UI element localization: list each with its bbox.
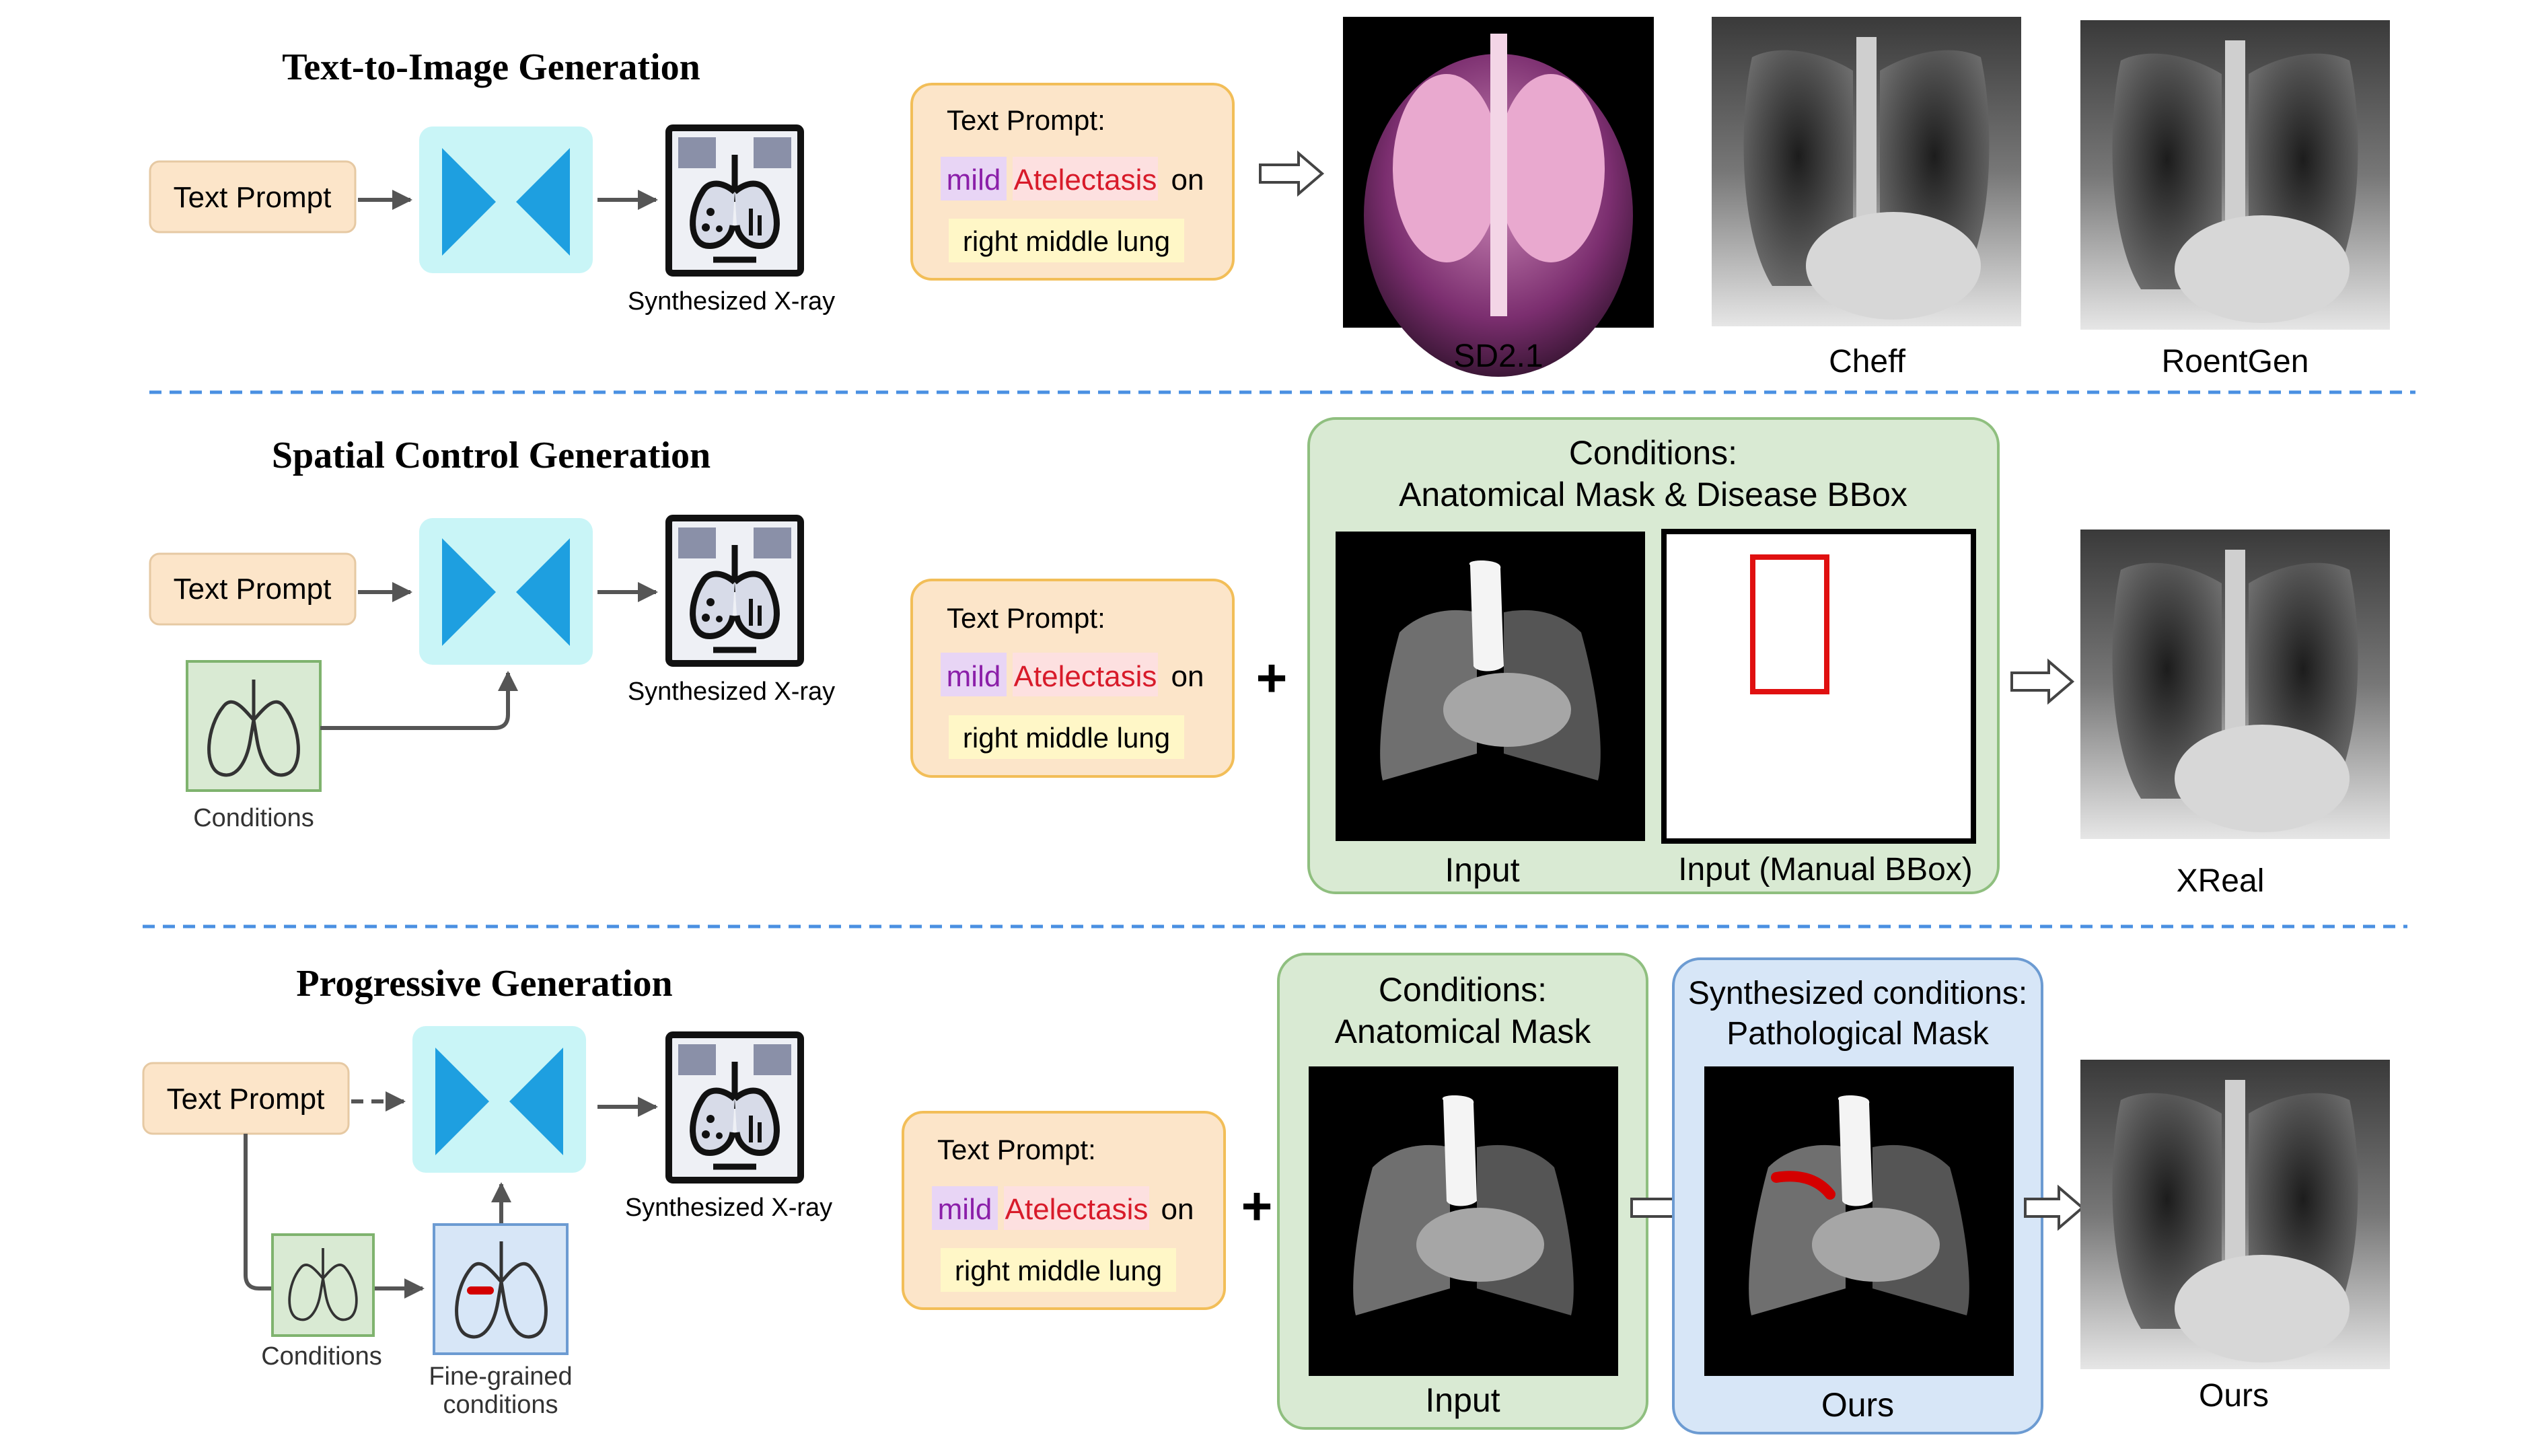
row1-text-prompt-label: Text Prompt bbox=[174, 181, 332, 214]
row1-output-label: Synthesized X-ray bbox=[628, 287, 835, 316]
row1-model bbox=[419, 126, 593, 273]
row2-prompt-box: Text Prompt: mild Atelectasis on right m… bbox=[910, 579, 1235, 778]
row3-text-prompt-label: Text Prompt bbox=[167, 1083, 325, 1116]
row1-image-sd21 bbox=[1343, 17, 1654, 377]
row3-anat-title-2: Anatomical Mask bbox=[1335, 1013, 1592, 1050]
row3-prompt-mild: mild bbox=[938, 1193, 992, 1226]
row2-model bbox=[419, 518, 593, 665]
row1-hollow-arrow bbox=[1259, 150, 1325, 197]
row2-arrow-conditions bbox=[320, 671, 518, 730]
row2-bbox-image bbox=[1661, 529, 1976, 844]
row2-conditions-box bbox=[186, 660, 322, 792]
row3-pathological-lesion bbox=[1771, 1171, 1835, 1200]
row2-prompt-disease: Atelectasis bbox=[1014, 660, 1157, 693]
row2-conditions-panel: Conditions: Anatomical Mask & Disease BB… bbox=[1307, 417, 2000, 894]
row3-anatomical-mask bbox=[1309, 1066, 1618, 1376]
row2-prompt-on: on bbox=[1171, 660, 1204, 693]
row3-title: Progressive Generation bbox=[296, 963, 672, 1005]
row2-left-caption: Input bbox=[1445, 851, 1519, 889]
row2-text-prompt-box: Text Prompt bbox=[149, 552, 357, 626]
row2-text-prompt-label: Text Prompt bbox=[174, 573, 332, 606]
row3-image-ours bbox=[2080, 1060, 2390, 1369]
row3-fine-grained-label-1: Fine-grained bbox=[429, 1362, 572, 1391]
row3-prompt-down-line bbox=[244, 1134, 272, 1290]
row1-image-cheff bbox=[1712, 17, 2021, 326]
row3-hollow-arrow-2 bbox=[2024, 1184, 2085, 1231]
row1-label-sd21: SD2.1 bbox=[1453, 338, 1543, 374]
row2-prompt-mild: mild bbox=[947, 660, 1001, 693]
row1-title: Text-to-Image Generation bbox=[282, 46, 700, 88]
row1-prompt-mild: mild bbox=[947, 163, 1001, 196]
row2-output-label: Synthesized X-ray bbox=[628, 678, 835, 706]
row3-path-caption: Ours bbox=[1821, 1386, 1894, 1424]
row2-plus: + bbox=[1256, 648, 1288, 708]
row2-panel-title-1: Conditions: bbox=[1569, 434, 1737, 472]
row3-prompt-box: Text Prompt: mild Atelectasis on right m… bbox=[902, 1111, 1226, 1310]
row2-anatomical-mask bbox=[1336, 532, 1645, 841]
row3-prompt-on: on bbox=[1161, 1193, 1194, 1226]
row3-prompt-disease: Atelectasis bbox=[1005, 1193, 1149, 1226]
row1-xray-icon bbox=[669, 128, 801, 273]
row1-prompt-on: on bbox=[1171, 163, 1204, 196]
row2-prompt-location: right middle lung bbox=[963, 722, 1170, 754]
row3-pathological-panel: Synthesized conditions: Pathological Mas… bbox=[1672, 957, 2043, 1434]
row1-prompt-header: Text Prompt: bbox=[947, 104, 1105, 136]
row2-prompt-header: Text Prompt: bbox=[947, 602, 1105, 634]
row3-prompt-location: right middle lung bbox=[955, 1255, 1162, 1286]
row3-xray-icon bbox=[669, 1035, 801, 1180]
row1-text-prompt-box: Text Prompt bbox=[149, 160, 357, 233]
row2-image-xreal bbox=[2080, 530, 2390, 839]
row2-hollow-arrow bbox=[2010, 658, 2075, 705]
row3-fine-grained-box bbox=[433, 1223, 569, 1355]
row1-prompt-box: Text Prompt: mild Atelectasis on right m… bbox=[910, 83, 1235, 281]
row2-right-caption: Input (Manual BBox) bbox=[1678, 852, 1973, 887]
row3-plus: + bbox=[1241, 1176, 1273, 1236]
row2-title: Spatial Control Generation bbox=[272, 435, 711, 476]
row2-xray-icon bbox=[669, 518, 801, 663]
row3-conditions-label: Conditions bbox=[261, 1342, 382, 1371]
row2-conditions-label: Conditions bbox=[193, 804, 314, 832]
row3-output-label: Synthesized X-ray bbox=[625, 1194, 832, 1222]
row3-anat-caption: Input bbox=[1425, 1381, 1500, 1419]
row2-panel-title-2: Anatomical Mask & Disease BBox bbox=[1399, 476, 1907, 513]
row1-image-roentgen bbox=[2080, 20, 2390, 330]
row3-model bbox=[412, 1026, 586, 1173]
row3-path-title-1: Synthesized conditions: bbox=[1688, 976, 2027, 1011]
row3-anat-title-1: Conditions: bbox=[1379, 971, 1547, 1009]
row3-conditions-box bbox=[271, 1233, 375, 1337]
row3-pathological-mask bbox=[1704, 1066, 2014, 1376]
row3-result-label: Ours bbox=[2199, 1378, 2269, 1414]
row1-label-roentgen: RoentGen bbox=[2162, 344, 2309, 379]
row3-prompt-header: Text Prompt: bbox=[937, 1134, 1096, 1165]
row2-result-label: XReal bbox=[2177, 863, 2265, 899]
row1-prompt-location: right middle lung bbox=[963, 225, 1170, 257]
row3-path-title-2: Pathological Mask bbox=[1726, 1016, 1990, 1052]
row1-label-cheff: Cheff bbox=[1829, 344, 1906, 379]
row1-prompt-disease: Atelectasis bbox=[1014, 163, 1157, 196]
row3-text-prompt-box: Text Prompt bbox=[142, 1062, 350, 1135]
row3-anatomical-panel: Conditions: Anatomical Mask Input bbox=[1277, 953, 1648, 1430]
row2-disease-bbox bbox=[1750, 554, 1829, 694]
row3-fine-grained-label-2: conditions bbox=[443, 1391, 558, 1419]
